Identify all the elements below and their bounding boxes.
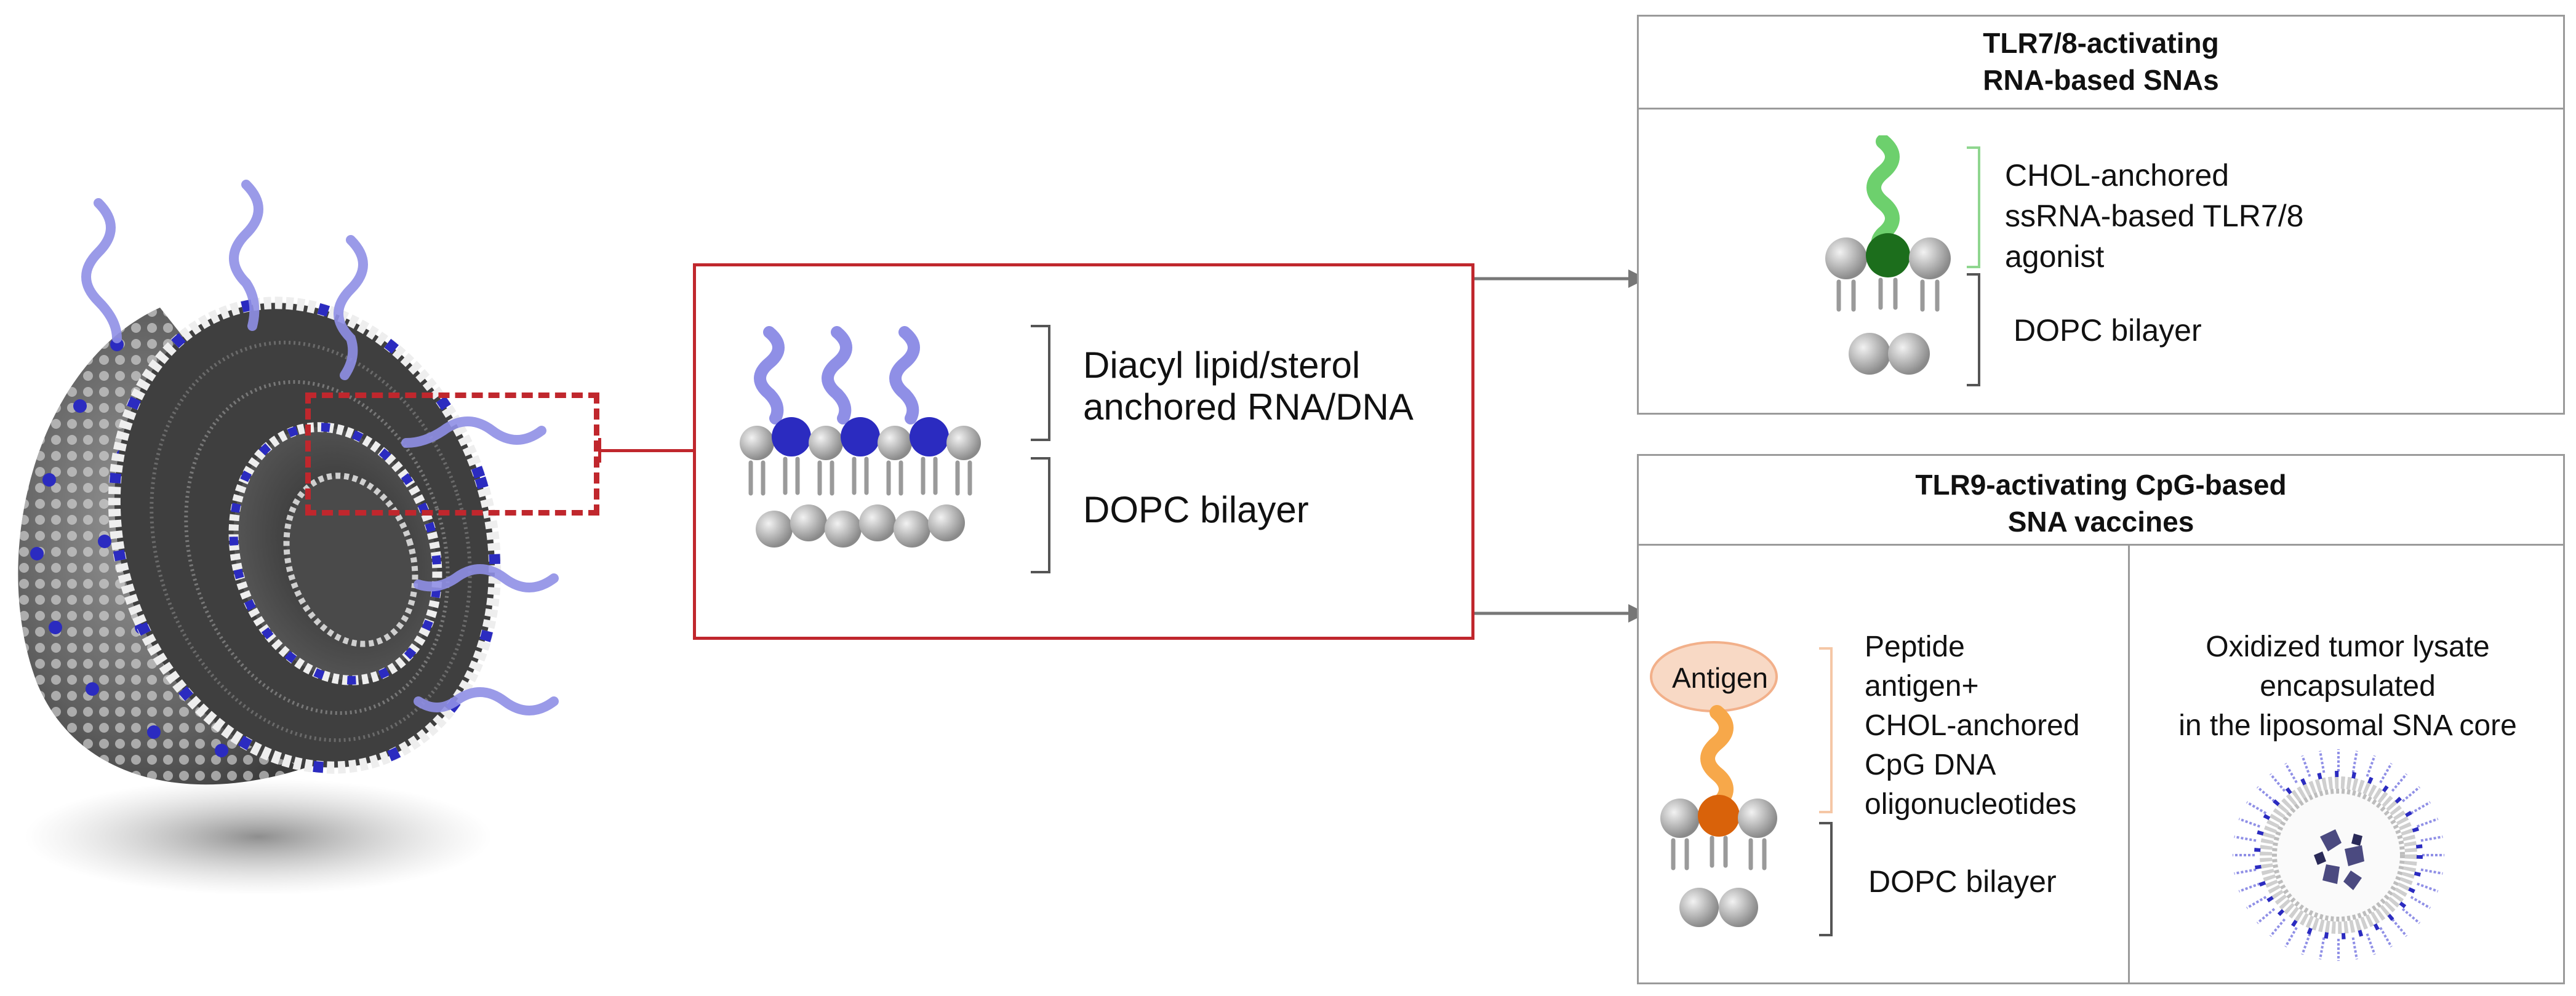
sna-spike — [2234, 835, 2257, 842]
sna-spike — [2391, 918, 2408, 938]
sna-spike — [2301, 933, 2311, 955]
highlight-dashed-box — [305, 392, 599, 516]
sna-spike — [2391, 773, 2408, 792]
sna-spike — [2256, 786, 2276, 803]
tlr9-panel — [1637, 454, 2565, 984]
tlr78-bottom-label: DOPC bilayer — [2014, 313, 2202, 348]
liposomal-sna-illustration — [18, 180, 559, 895]
sna-spike — [2246, 801, 2267, 815]
panel-arrows — [1474, 269, 1647, 623]
tlr9-top-label: Peptide antigen+ CHOL-anchored CpG DNA o… — [1865, 631, 2080, 821]
tlr78-brackets — [1967, 146, 1980, 386]
sna-spike — [2301, 755, 2311, 777]
tlr78-top-label: CHOL-anchored ssRNA-based TLR7/8 agonist — [2005, 158, 2304, 274]
sna-spike — [2401, 907, 2421, 925]
middle-bottom-label: DOPC bilayer — [1083, 489, 1309, 530]
highlight-connector-line — [599, 449, 693, 452]
tlr9-brackets — [1819, 647, 1833, 936]
sna-spike — [2417, 882, 2439, 893]
sna-spike — [2284, 763, 2298, 784]
sna-spike — [2379, 763, 2393, 784]
tlr78-panel — [1637, 15, 2565, 415]
encapsulated-lysate-sna — [2233, 749, 2444, 961]
middle-top-label: Diacyl lipid/sterol anchored RNA/DNA — [1083, 345, 1414, 428]
antigen-label: Antigen — [1671, 662, 1768, 694]
sna-spike — [2319, 937, 2326, 960]
tlr9-title-divider — [1637, 544, 2565, 546]
tlr9-bottom-label: DOPC bilayer — [1868, 864, 2057, 899]
sna-spike — [2284, 926, 2298, 947]
sna-spike — [2234, 868, 2257, 875]
sna-spike — [2410, 801, 2431, 815]
tlr78-title: TLR7/8-activating RNA-based SNAs — [1983, 27, 2219, 96]
lysate-label: Oxidized tumor lysate encapsulated in th… — [2178, 631, 2517, 742]
sna-spike — [2417, 818, 2439, 828]
sna-spike — [2366, 933, 2376, 955]
tlr78-illustration — [1825, 135, 1951, 375]
tlr9-illustration — [1650, 641, 1778, 927]
sna-spike — [2238, 882, 2260, 893]
sna-spike — [2256, 907, 2276, 925]
sna-spike — [2366, 755, 2376, 777]
sna-spike — [2410, 896, 2431, 909]
sna-spike — [2420, 835, 2443, 842]
sna-spike — [2238, 818, 2260, 828]
sna-spike — [2319, 751, 2326, 773]
tlr9-vertical-divider — [2128, 544, 2130, 984]
highlight-connector-tick — [598, 438, 601, 463]
sna-spike — [2420, 868, 2443, 875]
bilayer-detail-illustration — [740, 326, 981, 548]
sna-spike — [2269, 773, 2286, 792]
middle-panel-brackets — [1031, 325, 1050, 573]
sna-spike — [2246, 896, 2267, 909]
sna-spike — [2379, 926, 2393, 947]
sna-spike — [2351, 751, 2358, 773]
tlr78-title-divider — [1637, 108, 2565, 110]
sna-spike — [2351, 937, 2358, 960]
tlr9-title: TLR9-activating CpG-based SNA vaccines — [1915, 469, 2287, 538]
sna-spike — [2401, 786, 2421, 803]
sna-spike — [2269, 918, 2286, 938]
